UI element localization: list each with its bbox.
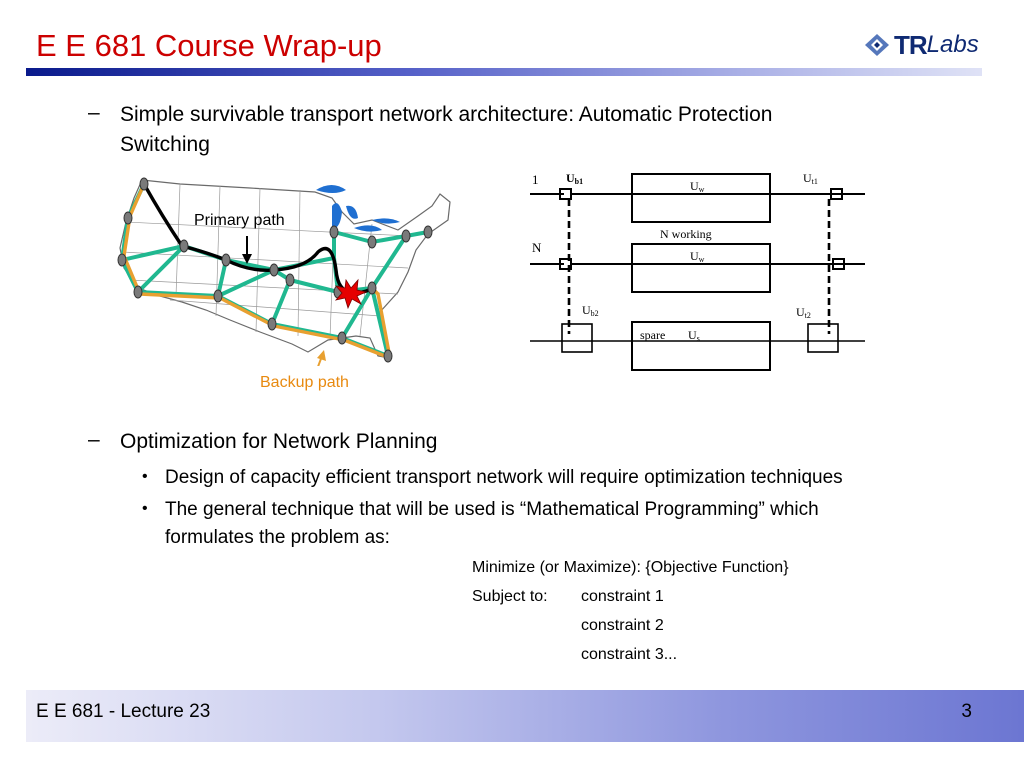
sub-bullet-marker: • <box>142 468 148 485</box>
constraint-3: constraint 3... <box>581 646 678 663</box>
aps-ut2-label: Ut2 <box>796 305 811 320</box>
page-number: 3 <box>961 701 972 722</box>
backup-path-line <box>122 183 392 360</box>
objective-text: Minimize (or Maximize): {Objective Funct… <box>472 559 789 576</box>
footer-lecture-label: E E 681 - Lecture 23 <box>36 701 211 722</box>
aps-label-1: 1 <box>532 172 539 187</box>
bullet-aps-line1: Simple survivable transport network arch… <box>120 103 773 126</box>
great-lakes <box>316 185 400 232</box>
sub-bullet-mathprog-line1: The general technique that will be used … <box>165 499 819 520</box>
aps-label-n: N <box>532 240 542 255</box>
us-network-map <box>117 177 451 366</box>
sub-bullet-capacity: Design of capacity efficient transport n… <box>165 467 843 488</box>
aps-us-label: Us <box>688 328 700 343</box>
slide-title: E E 681 Course Wrap-up <box>36 28 382 63</box>
constraint-1: constraint 1 <box>581 588 664 605</box>
aps-uw2-label: Uw <box>690 249 705 264</box>
primary-path-label: Primary path <box>194 212 285 229</box>
bullet-marker: – <box>88 101 100 124</box>
subject-to-label: Subject to: <box>472 588 548 605</box>
bullet-optimization: Optimization for Network Planning <box>120 430 438 453</box>
aps-spare-label: spare <box>640 328 665 342</box>
failure-burst-icon <box>334 278 368 310</box>
title-underline <box>26 68 982 76</box>
network-nodes <box>117 177 433 363</box>
bullet-aps-line2: Switching <box>120 133 210 156</box>
trlabs-logo: TR Labs <box>862 30 979 60</box>
aps-ub2-label: Ub2 <box>582 303 599 318</box>
bullet-marker: – <box>88 428 100 451</box>
logo-text-secondary: Labs <box>926 31 979 58</box>
backup-path-label: Backup path <box>260 374 349 391</box>
trlabs-logo-icon <box>865 34 889 56</box>
sub-bullet-mathprog-line2: formulates the problem as: <box>165 527 390 548</box>
sub-bullet-marker: • <box>142 500 148 517</box>
logo-text-primary: TR <box>894 29 928 60</box>
slide-footer: E E 681 - Lecture 23 3 <box>26 690 1024 742</box>
aps-n-working-label: N working <box>660 227 712 241</box>
aps-uw1-label: Uw <box>690 179 705 194</box>
constraint-2: constraint 2 <box>581 617 664 634</box>
aps-diagram: 1 N Ub1 Ut1 Uw N working Uw Ub2 Ut2 spar… <box>530 171 865 371</box>
aps-ut1-label: Ut1 <box>803 171 818 186</box>
aps-ub1-label: Ub1 <box>566 171 583 186</box>
